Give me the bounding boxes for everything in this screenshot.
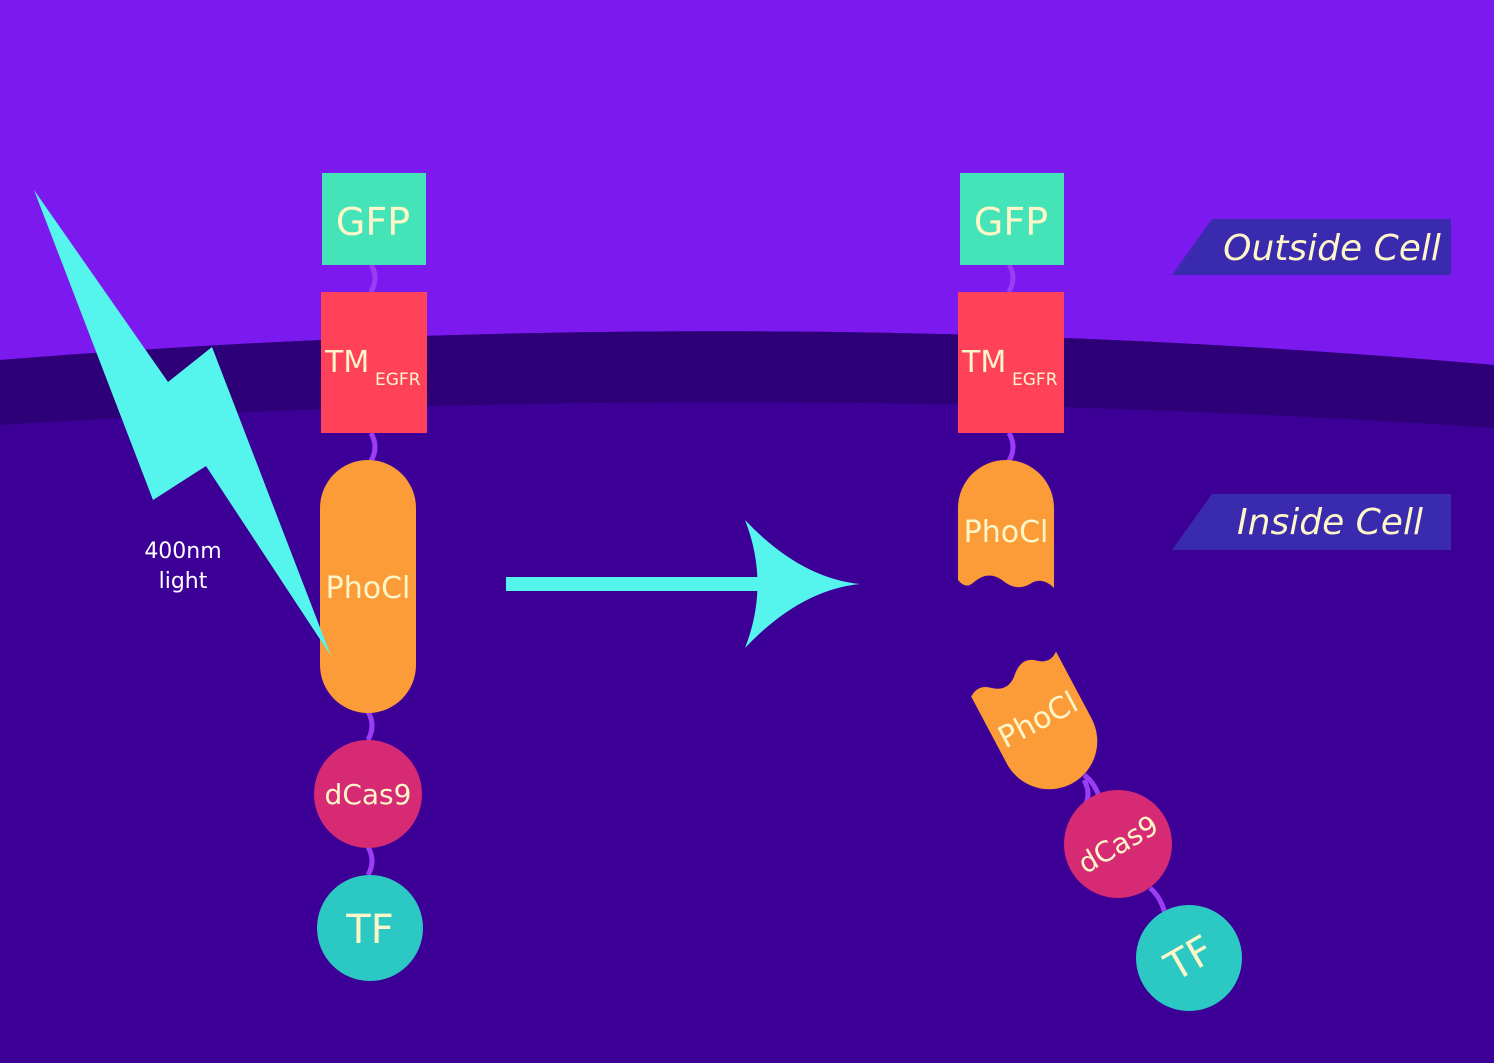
linker (368, 431, 378, 463)
tf-circle (1136, 905, 1242, 1011)
construct-before: GFP TM EGFR PhoCl dCas9 TF (314, 173, 427, 981)
outside-cell-tag: Outside Cell (1172, 219, 1451, 275)
dcas9-circle (1064, 790, 1172, 898)
tm-label: TM (324, 345, 369, 380)
released-fragment: PhoCl (971, 651, 1098, 810)
dcas9-label: dCas9 (325, 778, 412, 811)
gfp-box (322, 173, 426, 265)
light-label-line2: light (159, 569, 208, 594)
tm-egfr-box (958, 292, 1064, 433)
dcas9-circle (314, 740, 422, 848)
gfp-label: GFP (974, 200, 1048, 244)
gfp-box (960, 173, 1064, 265)
tf-circle (317, 875, 423, 981)
phocl-top-label: PhoCl (964, 515, 1049, 550)
phocl-cleaved-top (958, 460, 1054, 588)
linker (365, 845, 375, 877)
inside-cell-tag: Inside Cell (1172, 494, 1451, 550)
tm-subscript: EGFR (1012, 370, 1058, 390)
tm-egfr-box (321, 292, 427, 433)
tf-label: TF (345, 907, 393, 953)
phocl-label: PhoCl (326, 571, 411, 606)
linker (368, 263, 378, 294)
tm-label: TM (961, 345, 1006, 380)
outside-cell-region (0, 0, 1494, 365)
gfp-label: GFP (336, 200, 410, 244)
linker (1006, 263, 1016, 294)
phocl-box (320, 460, 416, 713)
construct-after: GFP TM EGFR PhoCl PhoCl dCas9 TF (958, 173, 1242, 1011)
linker (365, 710, 375, 742)
tm-subscript: EGFR (375, 370, 421, 390)
transition-arrow-icon (506, 520, 860, 648)
lightning-bolt-icon (34, 190, 331, 656)
linker (1006, 431, 1016, 463)
outside-cell-label: Outside Cell (1223, 228, 1441, 269)
light-label-line1: 400nm (144, 539, 221, 564)
phocl-cleaved-bottom (971, 651, 1098, 790)
inside-cell-label: Inside Cell (1237, 502, 1423, 543)
